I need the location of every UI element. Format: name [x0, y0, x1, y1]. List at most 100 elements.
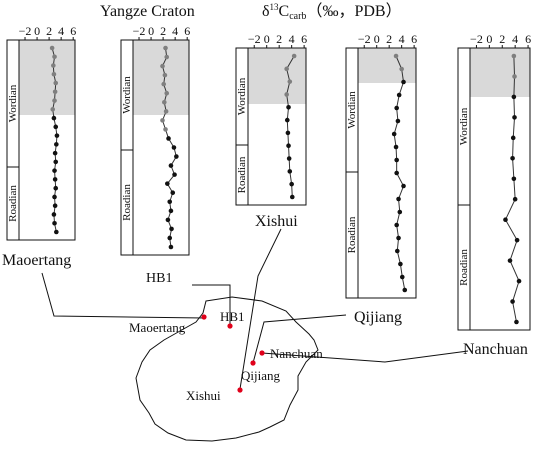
tick-label: 4	[58, 24, 64, 38]
tick-label: 6	[411, 32, 417, 46]
data-point-lower	[289, 194, 295, 200]
panel-frame	[345, 47, 417, 299]
data-point-upper	[162, 72, 168, 78]
tick-label: −2	[470, 32, 483, 46]
data-point-lower	[510, 299, 515, 304]
tick-label: −2	[19, 24, 32, 38]
map-label-xishui: Xishui	[186, 388, 221, 403]
data-point-lower	[168, 163, 174, 168]
panel-frame	[120, 39, 190, 256]
data-point-upper	[52, 98, 57, 103]
tick-label: 6	[184, 24, 190, 38]
data-point-lower	[52, 203, 58, 209]
column-label-xishui: Xishui	[255, 213, 298, 230]
data-point-upper	[287, 79, 293, 84]
data-point-upper	[51, 63, 56, 68]
data-point-lower	[394, 157, 399, 163]
data-point-lower	[393, 144, 399, 150]
shaded-interval	[470, 48, 530, 97]
map-outline	[135, 296, 319, 442]
data-point-lower	[54, 229, 59, 235]
isotope-curve	[504, 55, 520, 323]
data-point-upper	[291, 53, 297, 59]
data-point-lower	[514, 319, 519, 325]
map-label-maoertang: Maoertang	[129, 320, 186, 335]
data-point-upper	[164, 90, 170, 96]
panel-frame	[6, 39, 76, 241]
data-point-lower	[171, 145, 177, 150]
leader-xishui	[239, 228, 282, 390]
data-point-upper	[52, 54, 57, 60]
axis-title-unit: （‰，PDB）	[306, 2, 401, 20]
formation-label-roadian: Roadian	[7, 185, 19, 222]
column-label-nanchuan: Nanchuan	[463, 341, 528, 358]
isotope-curve	[51, 47, 58, 233]
data-point-upper	[50, 107, 56, 112]
data-point-upper	[163, 45, 168, 51]
figure-title: Yangze Craton	[100, 3, 195, 20]
data-point-lower	[174, 154, 179, 159]
tick-label: 4	[172, 24, 178, 38]
data-point-lower	[287, 169, 293, 174]
data-point-lower	[168, 244, 174, 250]
data-point-lower	[510, 135, 516, 141]
data-point-lower	[510, 156, 515, 161]
panel-frame	[457, 47, 531, 331]
data-point-lower	[167, 235, 173, 241]
data-point-lower	[401, 79, 406, 85]
data-point-upper	[163, 109, 169, 114]
axis-title-sub: carb	[289, 11, 306, 22]
leader-qijiang	[252, 314, 347, 364]
column-label-maoertang: Maoertang	[2, 252, 71, 269]
data-point-lower	[53, 159, 59, 165]
tick-label: 2	[160, 24, 166, 38]
data-point-lower	[52, 220, 57, 226]
data-point-lower	[289, 181, 294, 187]
data-point-upper	[53, 80, 59, 86]
panel-frame	[235, 47, 307, 206]
data-point-lower	[172, 172, 177, 177]
axis-title-sup: 13	[270, 2, 280, 12]
formation-label-wordian: Wordian	[346, 91, 358, 129]
data-point-lower	[391, 131, 397, 137]
data-point-lower	[168, 208, 174, 214]
leader-maoertang	[41, 272, 205, 319]
tick-label: 4	[399, 32, 405, 46]
formation-label-wordian: Wordian	[7, 84, 19, 122]
data-point-lower	[169, 226, 174, 232]
formation-label-roadian: Roadian	[346, 216, 358, 253]
formation-label-wordian: Wordian	[121, 76, 133, 114]
data-point-lower	[165, 217, 171, 223]
data-point-lower	[401, 183, 406, 189]
data-point-lower	[402, 287, 408, 293]
data-point-lower	[285, 130, 291, 136]
tick-label: 4	[289, 32, 295, 46]
data-point-lower	[165, 181, 170, 186]
tick-label: 2	[276, 32, 282, 46]
site-dot-maoertang	[201, 314, 207, 320]
data-point-lower	[51, 212, 57, 217]
data-point-lower	[394, 170, 399, 176]
data-point-upper	[393, 53, 399, 59]
site-dot-hb1	[227, 323, 233, 329]
tick-label: 0	[34, 24, 40, 38]
shaded-interval	[19, 40, 75, 115]
data-point-upper	[164, 54, 170, 60]
data-point-lower	[286, 104, 291, 110]
data-point-upper	[284, 66, 289, 72]
leader-nanchuan	[261, 350, 469, 363]
data-point-lower	[399, 274, 405, 280]
tick-label: 4	[512, 32, 518, 46]
leader-hb1	[192, 284, 231, 326]
tick-label: −2	[248, 32, 261, 46]
data-point-lower	[286, 156, 292, 161]
column-label-hb1: HB1	[146, 271, 172, 286]
site-dots	[201, 314, 265, 393]
axis-title-delta: δ	[262, 3, 270, 20]
formation-label-roadian: Roadian	[236, 156, 248, 193]
leader-lines	[41, 228, 469, 390]
